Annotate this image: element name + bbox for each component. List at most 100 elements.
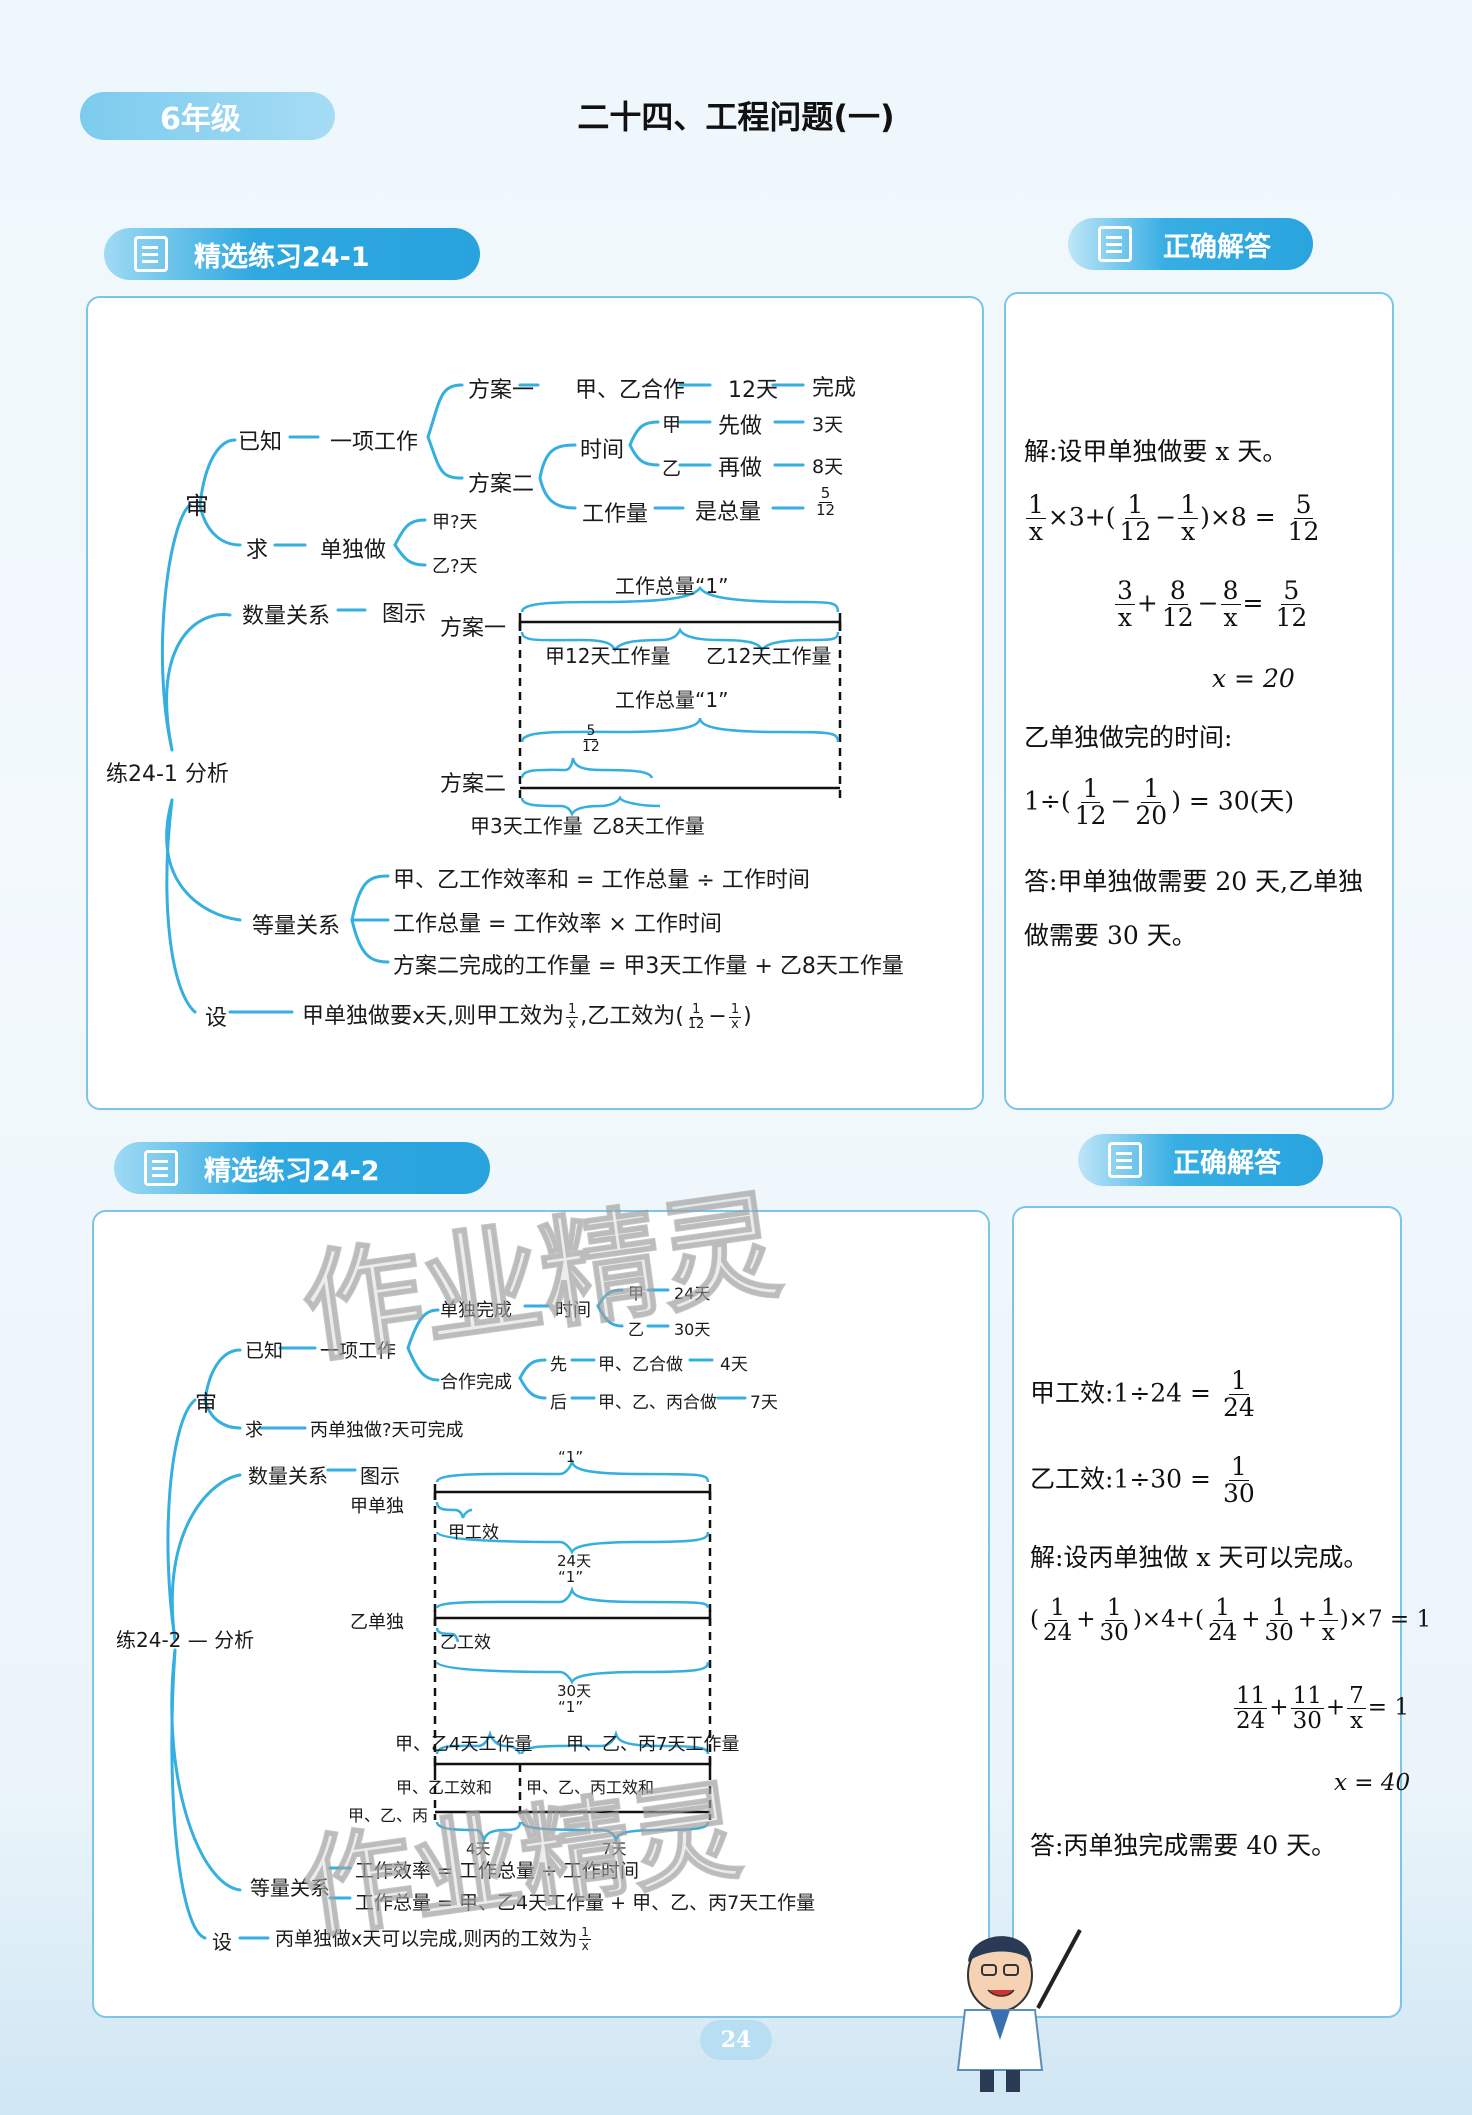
answer-panel-24-2	[1012, 1206, 1402, 2018]
node-plan1-done: 完成	[812, 376, 857, 401]
node-yi-days-2: 30天	[674, 1320, 711, 1339]
notebook-icon	[1098, 226, 1132, 262]
equation-3: 方案二完成的工作量 = 甲3天工作量 + 乙8天工作量	[393, 954, 904, 979]
section-tab-label: 精选练习24-2	[204, 1155, 380, 1187]
answer1-line7: 答:甲单独做需要 20 天,乙单独	[1024, 867, 1364, 896]
node-plan1-days: 12天	[728, 378, 778, 403]
diagram-one-a: “1”	[558, 1448, 584, 1466]
node-plan2: 方案二	[468, 472, 535, 497]
node-task: 一项工作	[330, 430, 419, 455]
diagram-three: 甲、乙、丙	[348, 1806, 429, 1825]
node-first-detail: 甲、乙合做	[598, 1355, 683, 1375]
node-qiu-text: 丙单独做?天可完成	[310, 1420, 464, 1441]
section-tab-24-1: 精选练习24-1	[104, 228, 480, 280]
equation-2: 工作总量 = 工作效率 × 工作时间	[393, 912, 722, 937]
node-time: 时间	[580, 438, 625, 463]
diagram-d7: 7天	[602, 1840, 627, 1858]
answer1-line4: x = 20	[1212, 664, 1295, 693]
node-first-days: 4天	[720, 1355, 748, 1375]
page-title: 二十四、工程问题(一)	[577, 98, 895, 136]
answer-tab-label: 正确解答	[1173, 1147, 1281, 1179]
node-workload: 工作量	[582, 502, 649, 527]
node-shen: 审	[185, 492, 209, 520]
diagram-one-b: “1”	[558, 1568, 584, 1586]
diagram-plan1: 方案一	[440, 616, 507, 641]
node-jia-days: 3天	[812, 414, 844, 436]
section-tab-label: 精选练习24-1	[194, 241, 370, 273]
diagram-eff-sum2: 甲、乙、丙工效和	[526, 1778, 655, 1797]
node-jia-days-2: 24天	[674, 1284, 711, 1303]
node-yi-days: 8天	[812, 456, 844, 478]
diagram-seg-a: 甲12天工作量	[545, 644, 671, 668]
node-yi-then: 再做	[718, 456, 763, 481]
node-quantity-2: 数量关系	[248, 1464, 328, 1488]
node-yi: 乙	[662, 458, 682, 480]
diagram-seg1: 甲、乙4天工作量	[395, 1734, 533, 1755]
analysis-panel-24-1	[86, 296, 984, 1110]
node-equal-2: 等量关系	[250, 1876, 330, 1900]
diagram-one-c: “1”	[558, 1698, 584, 1716]
node-plan1-detail: 甲、乙合作	[575, 378, 686, 403]
node-jia-2: 甲	[628, 1284, 645, 1303]
answer1-line5: 乙单独做完的时间:	[1024, 723, 1233, 752]
equation-2-2: 工作总量 = 甲、乙4天工作量 + 甲、乙、丙7天工作量	[355, 1892, 816, 1914]
diagram-seg-b: 乙12天工作量	[706, 644, 832, 668]
diagram-yi-alone: 乙单独	[350, 1612, 404, 1633]
node-first: 先	[550, 1355, 567, 1375]
page-number: 24	[700, 2020, 772, 2060]
diagram-eff-sum1: 甲、乙工效和	[396, 1778, 493, 1797]
node-coop-done: 合作完成	[440, 1372, 512, 1393]
equation-1: 甲、乙工作效率和 = 工作总量 ÷ 工作时间	[393, 868, 810, 893]
root-node-2: 练24-2 — 分析	[116, 1628, 255, 1652]
node-jia-q: 甲?天	[432, 512, 478, 533]
answer2-line3: 解:设丙单独做 x 天可以完成。	[1030, 1543, 1369, 1572]
node-after-days: 7天	[750, 1393, 778, 1413]
node-qiu: 求	[246, 538, 269, 563]
grade-badge: 6年级	[80, 92, 335, 140]
answer1-line1: 解:设甲单独做要 x 天。	[1024, 437, 1288, 466]
diagram-jia-alone: 甲单独	[350, 1496, 404, 1517]
node-diagram: 图示	[382, 602, 427, 627]
diagram-yi-eff: 乙工效	[440, 1633, 491, 1653]
node-jia: 甲	[662, 414, 682, 436]
node-shen-2: 审	[195, 1392, 218, 1417]
diagram-days24: 24天	[557, 1552, 592, 1570]
section-tab-24-2: 精选练习24-2	[114, 1142, 490, 1194]
node-task-2: 一项工作	[320, 1340, 397, 1362]
answer-tab-24-2: 正确解答	[1078, 1134, 1323, 1186]
node-alone-done: 单独完成	[440, 1300, 512, 1321]
diagram-d4: 4天	[466, 1840, 491, 1858]
node-she: 设	[205, 1006, 228, 1031]
answer-tab-label: 正确解答	[1163, 231, 1271, 263]
node-yi-2: 乙	[628, 1320, 645, 1339]
diagram-plan2: 方案二	[440, 772, 507, 797]
answer-tab-24-1: 正确解答	[1068, 218, 1313, 270]
node-yizhi: 已知	[238, 430, 283, 455]
node-yizhi-2: 已知	[245, 1340, 284, 1362]
diagram-total1: 工作总量“1”	[615, 574, 729, 598]
node-jia-first: 先做	[718, 414, 763, 439]
diagram-seg-d: 乙8天工作量	[592, 814, 705, 838]
node-diagram-2: 图示	[360, 1464, 400, 1488]
node-after-detail: 甲、乙、丙合做	[598, 1393, 717, 1413]
answer2-line7: 答:丙单独完成需要 40 天。	[1030, 1831, 1337, 1860]
notebook-icon	[1108, 1142, 1142, 1178]
answer1-line8: 做需要 30 天。	[1024, 921, 1197, 950]
diagram-total2: 工作总量“1”	[615, 688, 729, 712]
node-qiu-2: 求	[245, 1420, 263, 1441]
diagram-seg2: 甲、乙、丙7天工作量	[566, 1734, 740, 1755]
node-equal: 等量关系	[252, 914, 341, 939]
node-she-2: 设	[212, 1930, 232, 1954]
node-time-2: 时间	[555, 1300, 591, 1321]
diagram-days30: 30天	[557, 1682, 592, 1700]
node-quantity: 数量关系	[242, 604, 331, 629]
node-is-total: 是总量	[695, 500, 762, 525]
